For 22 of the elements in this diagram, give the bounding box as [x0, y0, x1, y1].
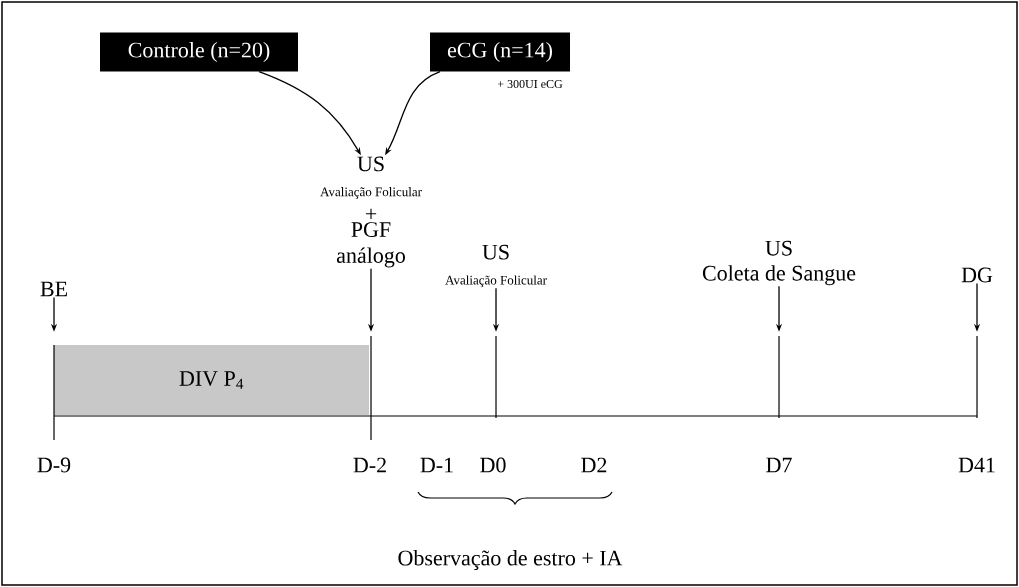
day-label: D41: [958, 457, 995, 473]
day-label: D0: [480, 457, 506, 473]
event-label: BE: [40, 281, 67, 297]
event-label: DG: [961, 267, 993, 283]
treatment-bar: DIV P$_{4}$: [54, 345, 369, 415]
tick-mark: [370, 335, 372, 441]
caption-text: Observação de estro + IA: [398, 550, 623, 570]
day-label: D-9: [37, 457, 71, 473]
event-label: US Coleta de Sangue: [702, 240, 856, 286]
tick-mark: [778, 335, 780, 419]
tick-mark: [495, 335, 497, 419]
day-label: D2: [581, 457, 607, 473]
tick-mark: [976, 335, 978, 419]
group-label-box: Controle (n=20): [100, 32, 298, 72]
event-label: US Avaliação Folicular + PGF análogo: [320, 156, 422, 268]
group-label-box: eCG (n=14): [430, 32, 570, 72]
day-label: D-1: [420, 457, 453, 473]
event-label: US Avaliação Folicular: [445, 244, 547, 288]
tick-mark: [53, 344, 55, 441]
day-label: D-2: [353, 457, 386, 473]
note-text: + 300UI eCG: [497, 79, 563, 89]
day-label: D7: [766, 457, 792, 473]
